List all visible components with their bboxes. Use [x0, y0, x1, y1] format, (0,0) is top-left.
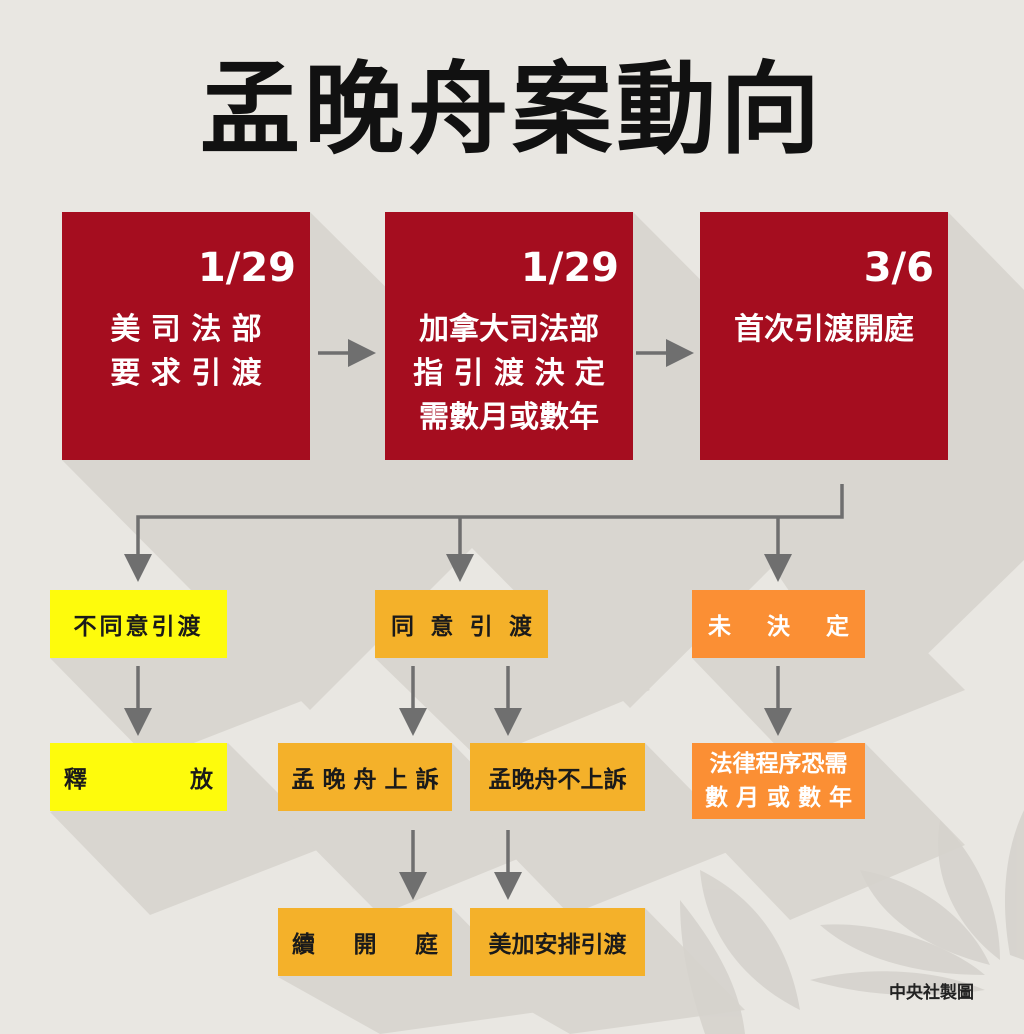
box-label: 美加安排引渡 [488, 932, 627, 958]
meng-appeal-box: 孟 晚 舟 上 訴 [278, 743, 452, 811]
box-label-char: 放 [190, 767, 213, 793]
box-label-line: 數 月 或 數 年 [704, 785, 853, 811]
box-label-line: 法律程序恐需 [709, 751, 848, 777]
step-us-request-box: 1/29 美 司 法 部 要 求 引 渡 [62, 212, 310, 460]
box-label: 不同意引渡 [73, 614, 204, 640]
not-agree-extradite-box: 不同意引渡 [50, 590, 227, 658]
credit-text: 中央社製圖 [889, 983, 974, 1003]
box-label: 孟晚舟不上訴 [488, 767, 627, 793]
step-first-hearing-box: 3/6 首次引渡開庭 [700, 212, 948, 460]
box-label-char: 決 [767, 614, 790, 640]
page-title: 孟晚舟案動向 [200, 51, 824, 168]
step-canada-decision-box: 1/29 加拿大司法部 指 引 渡 決 定 需數月或數年 [385, 212, 633, 460]
agree-extradite-box: 同 意 引 渡 [375, 590, 548, 658]
step-date: 3/6 [863, 245, 934, 291]
box-label-char: 渡 [508, 614, 532, 640]
continue-court-box: 續 開 庭 [278, 908, 452, 976]
us-canada-extradite-box: 美加安排引渡 [470, 908, 645, 976]
undecided-box: 未 決 定 [692, 590, 865, 658]
box-label-char: 意 [430, 614, 454, 640]
step-text-line: 首次引渡開庭 [734, 312, 914, 347]
step-date: 1/29 [520, 245, 619, 291]
step-text-line: 加拿大司法部 [419, 312, 599, 347]
box-label-char: 釋 [64, 767, 87, 793]
box-label: 孟 晚 舟 上 訴 [291, 767, 439, 793]
box-label-char: 引 [469, 614, 493, 640]
step-date: 1/29 [197, 245, 296, 291]
release-box: 釋 放 [50, 743, 227, 811]
step-text-line: 需數月或數年 [419, 400, 599, 435]
step-text-line: 要 求 引 渡 [110, 356, 262, 391]
step-text-line: 美 司 法 部 [110, 312, 262, 347]
box-label-char: 開 [353, 932, 377, 958]
box-label-char: 未 [708, 614, 731, 640]
box-label-char: 定 [826, 614, 849, 640]
legal-process-box: 法律程序恐需 數 月 或 數 年 [692, 743, 865, 819]
branch-line [136, 484, 844, 528]
box-label-char: 續 [292, 932, 315, 958]
box-label-char: 同 [391, 614, 414, 640]
box-label-char: 庭 [415, 932, 438, 958]
meng-no-appeal-box: 孟晚舟不上訴 [470, 743, 645, 811]
step-text-line: 指 引 渡 決 定 [413, 356, 605, 391]
